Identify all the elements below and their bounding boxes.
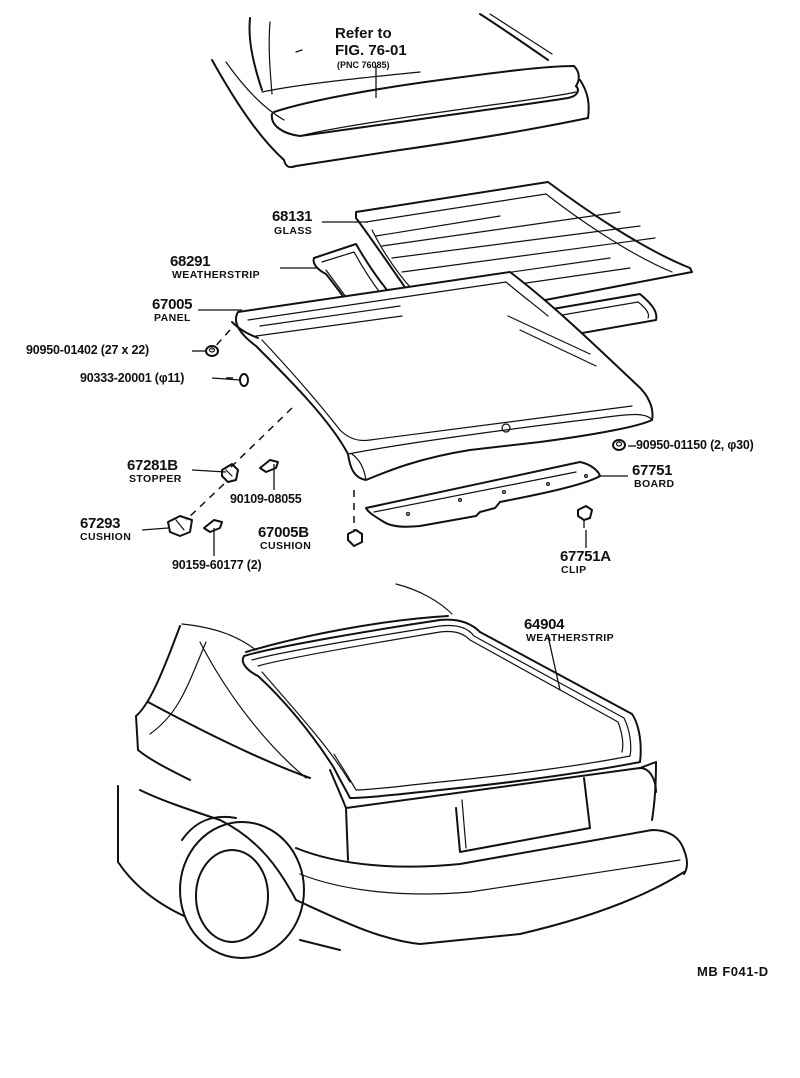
board-name: BOARD: [634, 478, 675, 490]
panel-number: 67005: [152, 296, 193, 313]
car-body-drawing: [117, 583, 688, 959]
spoiler-drawing: [211, 13, 590, 169]
screw-cushion-number: 90159-60177 (2): [172, 558, 262, 572]
clip-name: CLIP: [561, 564, 587, 576]
glass-name: GLASS: [274, 225, 313, 237]
reference-line3: (PNC 76085): [337, 60, 390, 70]
weatherstrip-body-name: WEATHERSTRIP: [526, 632, 615, 644]
cushion-center-name: CUSHION: [260, 540, 312, 552]
stopper-number: 67281B: [127, 457, 178, 474]
plug-left-number: 90333-20001 (φ11): [80, 371, 185, 385]
board-number: 67751: [632, 462, 673, 479]
weatherstrip-body-number: 64904: [524, 616, 565, 633]
hardware-drawing: [167, 345, 626, 547]
assembly-lines: [185, 329, 355, 530]
clip-number: 67751A: [560, 548, 611, 565]
bolt-left-number: 90950-01402 (27 x 22): [26, 343, 149, 357]
panel-drawing: [231, 271, 654, 481]
weatherstrip-upper-number: 68291: [170, 253, 211, 270]
leader-lines: [141, 66, 636, 691]
weatherstrip-upper-name: WEATHERSTRIP: [172, 269, 261, 281]
reference-line1: Refer to: [335, 25, 392, 42]
screw-stopper-number: 90109-08055: [230, 492, 302, 506]
bolt-right-number: 90950-01150 (2, φ30): [636, 438, 754, 452]
stopper-name: STOPPER: [129, 473, 182, 485]
figure-code: MB F041-D: [697, 964, 769, 979]
cushion-center-number: 67005B: [258, 524, 309, 541]
cushion-left-name: CUSHION: [80, 531, 132, 543]
glass-number: 68131: [272, 208, 313, 225]
board-drawing: [365, 461, 601, 528]
reference-line2: FIG. 76-01: [335, 42, 407, 59]
panel-name: PANEL: [154, 312, 191, 324]
cushion-left-number: 67293: [80, 515, 121, 532]
